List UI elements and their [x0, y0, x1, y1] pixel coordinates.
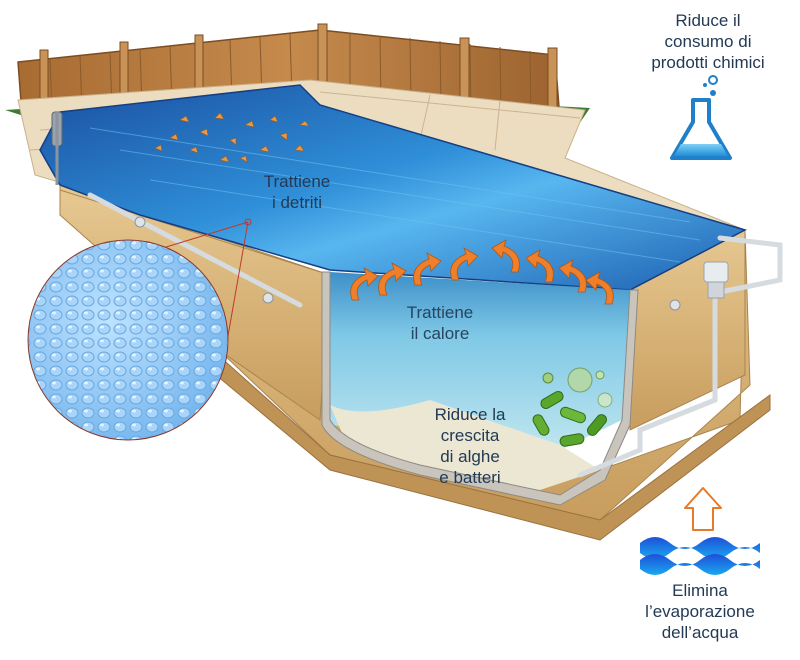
- solar-cover: [39, 84, 747, 291]
- cover-reel: [51, 111, 63, 185]
- label-chemicals-line1: Riduce il: [675, 11, 741, 30]
- label-heat-line2: il calore: [410, 324, 470, 343]
- plumbing-pipes: [87, 192, 783, 478]
- bubble-texture-magnifier: [27, 218, 252, 441]
- label-algae-line4: e batteri: [439, 468, 501, 487]
- flask-icon: [670, 75, 732, 160]
- pool-shell-edge: [321, 271, 639, 506]
- label-algae: Riduce la crescita di alghe e batteri: [415, 404, 525, 488]
- wall-nozzle-left: [134, 216, 146, 228]
- label-debris-line2: i detriti: [271, 193, 323, 212]
- label-chemicals: Riduce il consumo di prodotti chimici: [628, 10, 788, 73]
- label-chemicals-line3: prodotti chimici: [651, 53, 765, 72]
- water-waves-icon: [640, 537, 760, 575]
- label-chemicals-line2: consumo di: [664, 32, 752, 51]
- label-algae-line3: di alghe: [440, 447, 500, 466]
- label-debris-line1: Trattiene: [263, 172, 331, 191]
- pool-pump: [703, 261, 729, 299]
- pool-wall-bottom: [179, 329, 771, 541]
- label-heat-line1: Trattiene: [406, 303, 474, 322]
- label-evaporation-line3: dell’acqua: [661, 623, 739, 642]
- label-debris: Trattiene i detriti: [232, 171, 362, 213]
- bacteria-icon: [532, 367, 613, 447]
- pool-floor: [330, 400, 600, 490]
- label-evaporation: Elimina l’evaporazione dell’acqua: [615, 580, 785, 643]
- label-evaporation-line1: Elimina: [672, 581, 728, 600]
- up-arrow-icon: [684, 487, 722, 531]
- cover-ripples: [89, 127, 701, 263]
- wall-nozzle-right: [669, 299, 681, 311]
- label-algae-line2: crescita: [440, 426, 500, 445]
- label-heat: Trattiene il calore: [380, 302, 500, 344]
- leaf-debris-icon: [154, 112, 310, 163]
- wall-nozzle-mid: [262, 292, 274, 304]
- water-cross-section: [330, 272, 630, 450]
- label-evaporation-line2: l’evaporazione: [645, 602, 755, 621]
- heat-arrow-icon: [350, 239, 614, 305]
- label-algae-line1: Riduce la: [434, 405, 506, 424]
